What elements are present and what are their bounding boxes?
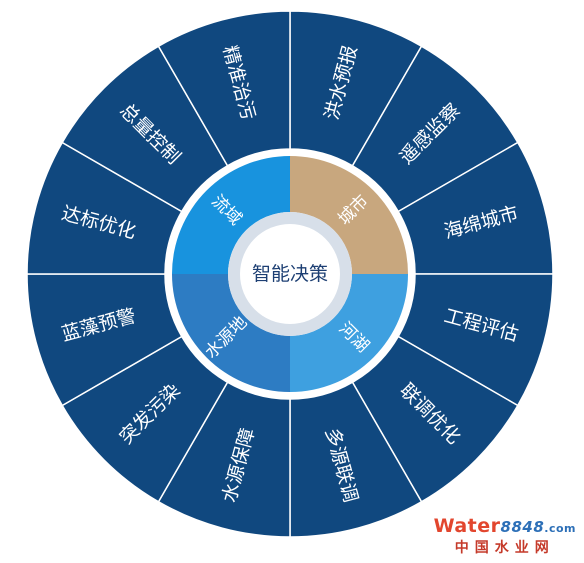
watermark-brand-number: 8848 xyxy=(500,518,545,536)
center-disc xyxy=(240,224,340,324)
quadrant-sector xyxy=(172,156,290,274)
quadrant-sector xyxy=(290,156,408,274)
center-label: 智能决策 xyxy=(252,263,328,285)
watermark-subtitle: 中国水业网 xyxy=(454,540,555,556)
quadrant-sector xyxy=(172,274,290,392)
watermark-brand: Water8848.com xyxy=(434,516,576,539)
watermark-brand-word: Water xyxy=(433,515,501,537)
watermark-brand-domain: .com xyxy=(544,522,576,535)
quadrant-sector xyxy=(290,274,408,392)
watermark-logo: Water8848.com 中国水业网 xyxy=(434,516,576,557)
outer-ring: 洪水预报遥感监察海绵城市工程评估联调优化多源联调水源保障突发污染蓝藻预警达标优化… xyxy=(26,10,554,538)
